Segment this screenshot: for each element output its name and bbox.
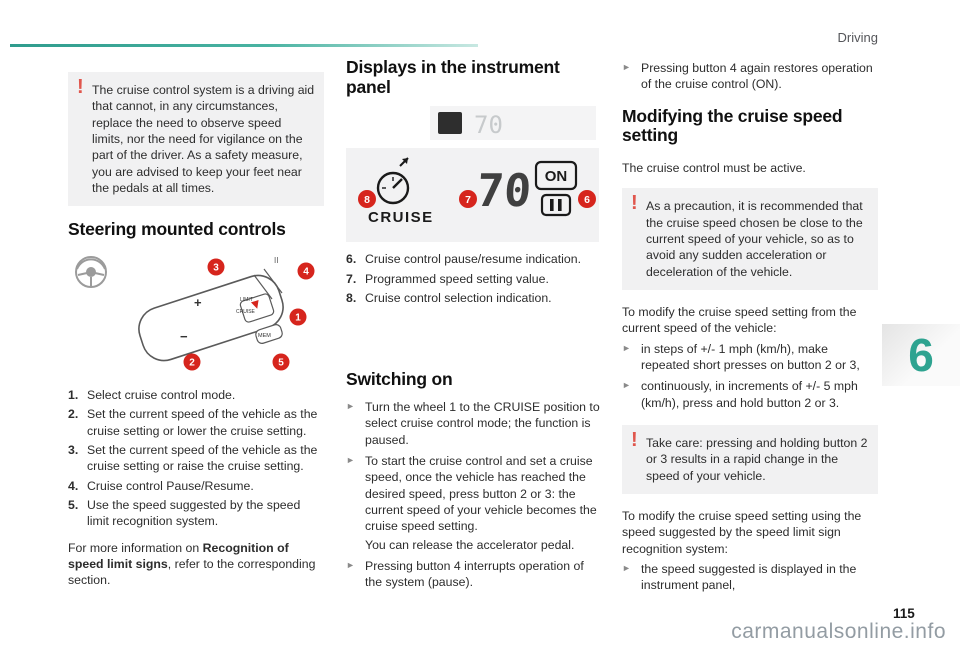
more-info-note: For more information on Recognition of s… [68, 540, 316, 588]
section-label: Driving [837, 30, 878, 45]
switching-on-bullets: ►Turn the wheel 1 to the CRUISE position… [346, 399, 602, 591]
list-item: 3.Set the current speed of the vehicle a… [68, 443, 318, 474]
instrument-panel-small-figure: 70 [430, 106, 596, 141]
warning-box-take-care: ! Take care: pressing and holding button… [622, 425, 878, 495]
callout-2: 2 [183, 353, 201, 371]
callout-8: 8 [358, 190, 376, 209]
caption-item: 7.Programmed speed setting value. [346, 271, 549, 286]
list-item: 1.Select cruise control mode. [68, 388, 236, 402]
heading-displays-instrument-panel: Displays in the instrument panel [346, 57, 560, 97]
column-middle: Displays in the instrument panel 70 CRUI… [346, 57, 602, 596]
bullet-arrow-icon: ► [346, 400, 355, 411]
svg-text:2: 2 [189, 358, 195, 369]
modify-using-intro: To modify the cruise speed setting using… [622, 509, 862, 556]
cruise-display-figure: CRUISE 70 ON 8 [346, 148, 599, 243]
pause-icon [540, 194, 572, 217]
callout-3: 3 [207, 258, 225, 276]
warning-box-precaution: ! As a precaution, it is recommended tha… [622, 188, 878, 290]
svg-text:ON: ON [545, 168, 568, 185]
mem-label: MEM [258, 333, 271, 339]
stalk-control-illustration: II + − LIMIT CRUISE MEM 3 4 1 [75, 256, 315, 371]
bullet-arrow-icon: ► [346, 559, 355, 570]
plus-label: + [194, 295, 202, 310]
svg-text:8: 8 [364, 194, 370, 206]
bold-reference: Recognition of speed limit signs [68, 540, 289, 572]
chapter-number: 6 [908, 329, 934, 381]
minus-label: − [180, 329, 188, 344]
bullet-item: ►the speed suggested is displayed in the… [622, 562, 857, 593]
warning-text: Take care: pressing and holding button 2… [646, 436, 868, 483]
modify-bullets: ►in steps of +/- 1 mph (km/h), make repe… [622, 341, 878, 411]
callout-1: 1 [289, 308, 307, 326]
heading-modifying-cruise-speed: Modifying the cruise speed setting [622, 105, 843, 146]
callout-4: 4 [297, 262, 315, 280]
ring-arrow [250, 299, 259, 309]
cruise-switch-label: CRUISE [236, 309, 256, 315]
caption-item: 6.Cruise control pause/resume indication… [346, 252, 581, 267]
warning-box-driving-aid: ! The cruise control system is a driving… [68, 72, 324, 207]
top-accent-line [10, 44, 478, 47]
bullet-arrow-icon: ► [622, 342, 631, 353]
modify-from-intro: To modify the cruise speed setting from … [622, 304, 857, 336]
callout-6: 6 [578, 190, 596, 209]
bullet-item: ►Pressing button 4 interrupts operation … [346, 558, 584, 590]
steering-controls-figure: II + − LIMIT CRUISE MEM 3 4 1 [68, 249, 324, 381]
bullet-arrow-icon: ► [346, 454, 355, 465]
svg-text:5: 5 [278, 358, 284, 369]
using-bullets: ►the speed suggested is displayed in the… [622, 561, 878, 594]
bullet-item: ►To start the cruise control and set a c… [346, 453, 597, 534]
caption-item: 8.Cruise control selection indication. [346, 290, 552, 305]
warning-icon: ! [631, 192, 638, 215]
display-captions: 6.Cruise control pause/resume indication… [346, 251, 602, 306]
column-left: ! The cruise control system is a driving… [68, 72, 324, 589]
svg-text:1: 1 [295, 313, 301, 324]
watermark: carmanualsonline.info [731, 620, 946, 643]
svg-text:6: 6 [584, 194, 590, 206]
bullet-item: ►Turn the wheel 1 to the CRUISE position… [346, 399, 600, 447]
callout-7: 7 [459, 190, 477, 209]
heading-switching-on: Switching on [346, 369, 453, 390]
cruise-display-illustration: CRUISE 70 ON 8 [358, 157, 596, 226]
callout-5: 5 [272, 353, 290, 371]
warning-text: The cruise control system is a driving a… [92, 83, 315, 196]
stalk-mark-label: II [274, 256, 278, 265]
svg-text:4: 4 [303, 267, 309, 278]
list-item: 5.Use the speed suggested by the speed l… [68, 498, 301, 529]
warning-icon: ! [77, 76, 84, 98]
column-right: ►Pressing button 4 again restores operat… [622, 60, 878, 599]
list-item: 2.Set the current speed of the vehicle a… [68, 407, 318, 438]
warning-text: As a precaution, it is recommended that … [646, 199, 863, 279]
bullet-arrow-icon: ► [622, 380, 631, 391]
limit-label: LIMIT [240, 297, 253, 303]
cruise-label: CRUISE [368, 209, 434, 226]
bullet-item: ►continuously, in increments of +/- 5 mp… [622, 379, 858, 410]
bullet-arrow-icon: ► [622, 62, 631, 72]
instrument-mini-display: 70 [438, 111, 503, 139]
list-item: 4.Cruise control Pause/Resume. [68, 478, 254, 493]
speedometer-icon [376, 157, 410, 205]
bullet-item: ►Pressing button 4 again restores operat… [622, 61, 873, 92]
active-note: The cruise control must be active. [622, 160, 806, 175]
display-dark-block [438, 112, 462, 135]
mini-speed-value: 70 [474, 111, 503, 139]
stalk-pod [138, 268, 284, 362]
chapter-tab: 6 [882, 324, 960, 386]
cruise-speed-value: 70 [475, 164, 533, 217]
bullet-continuation: You can release the accelerator pedal. [365, 537, 575, 552]
heading-steering-mounted-controls: Steering mounted controls [68, 219, 286, 240]
svg-text:3: 3 [213, 263, 219, 274]
svg-text:7: 7 [465, 194, 471, 206]
bullet-item: ►in steps of +/- 1 mph (km/h), make repe… [622, 341, 860, 372]
page-number: 115 [893, 606, 915, 621]
cruise-on-indicator: ON [534, 161, 578, 191]
bullet-arrow-icon: ► [622, 563, 631, 574]
warning-icon: ! [631, 429, 638, 451]
steps-list: 1.Select cruise control mode. 2.Set the … [68, 387, 324, 530]
steering-wheel-icon [75, 256, 107, 288]
